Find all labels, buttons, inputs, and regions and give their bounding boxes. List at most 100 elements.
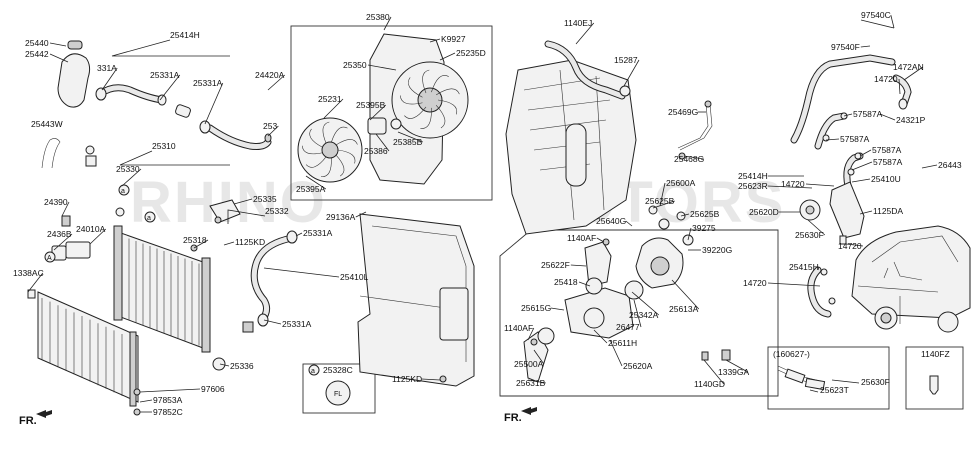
part-label-25631b: 25631B (516, 378, 546, 388)
part-label-25625b: 25625B (645, 196, 675, 206)
bracket-line (227, 209, 266, 224)
part-label-25385b: 25385B (393, 137, 423, 147)
part-label-29136a: 29136A (326, 212, 356, 222)
part-label-25622f: 25622F (541, 260, 570, 270)
leader-line (652, 200, 675, 209)
part-label-25231: 25231 (318, 94, 342, 104)
leader-line (903, 66, 924, 81)
part-label-25615g: 25615G (521, 303, 551, 313)
inset-box (767, 346, 890, 410)
leader-line (851, 178, 871, 183)
part-label-25395b: 25395B (356, 100, 386, 110)
leader-line (659, 182, 666, 207)
part-label-97853a: 97853A (153, 395, 183, 405)
leader-line (625, 220, 633, 227)
leader-line (219, 363, 230, 367)
radiator (37, 225, 211, 407)
engine-block (505, 40, 713, 235)
leader-line (267, 74, 286, 91)
leader-line (550, 307, 565, 311)
part-label-26443: 26443 (938, 160, 962, 170)
leader-line (101, 67, 118, 91)
part-label-97540c: 97540C (861, 10, 891, 20)
leader-line (89, 228, 107, 245)
leader-line (267, 125, 279, 137)
leader-line (421, 378, 441, 381)
part-label-25418: 25418 (554, 277, 578, 287)
part-label-25350: 25350 (343, 60, 367, 70)
leader-line (367, 64, 397, 71)
part-label-25342a: 25342A (629, 310, 659, 320)
part-label-97606: 97606 (201, 384, 225, 394)
leader-line (223, 241, 235, 246)
part-label-25630f: 25630F (795, 230, 824, 240)
leader-line (898, 78, 901, 95)
svg-text:a: a (147, 215, 151, 222)
leader-line (859, 210, 873, 215)
part-label-97540f: 97540F (831, 42, 860, 52)
part-label-24390: 24390 (44, 197, 68, 207)
small-parts-left: A a a (27, 145, 241, 416)
car-body (851, 225, 971, 319)
part-label-14720: 14720 (874, 74, 898, 84)
part-label-25386: 25386 (364, 146, 388, 156)
legend-callout: a (311, 368, 315, 375)
leader-line (263, 267, 340, 278)
leader-line (27, 272, 44, 293)
bolt-box-label: 1140FZ (921, 349, 950, 359)
reservoir-bracket (41, 138, 61, 169)
leader-line (383, 16, 392, 31)
part-label-25620a: 25620A (623, 361, 653, 371)
front-marker-left: FR. (19, 415, 37, 427)
part-label-24321p: 24321P (896, 115, 926, 125)
leader-line (687, 227, 692, 241)
leader-line (204, 82, 224, 125)
leader-line (851, 161, 873, 171)
part-label-25613a: 25613A (669, 304, 699, 314)
part-label-25625b: 25625B (690, 209, 720, 219)
bracket-line (860, 19, 895, 29)
leader-line (831, 379, 860, 384)
leader-line (609, 339, 623, 367)
leader-line (805, 183, 835, 187)
leader-line (845, 243, 864, 247)
legend-icon: FL a (308, 364, 351, 406)
svg-text:FL: FL (334, 391, 342, 398)
part-label-25395a: 25395A (296, 184, 326, 194)
part-label-25440: 25440 (25, 38, 49, 48)
part-label-25380: 25380 (366, 12, 390, 22)
leader-line (305, 175, 327, 190)
leader-line (263, 319, 282, 325)
part-label-1125da: 1125DA (873, 206, 903, 216)
part-label-39275: 39275 (692, 223, 716, 233)
leader-line (859, 149, 872, 157)
leader-line (397, 131, 423, 143)
leader-line (767, 185, 813, 189)
leader-line (159, 74, 181, 101)
part-label-2436b: 2436B (47, 229, 72, 239)
part-label-39220g: 39220G (702, 245, 732, 255)
part-label-24010a: 24010A (76, 224, 106, 234)
reservoir-tank (57, 53, 91, 108)
part-label-25442: 25442 (25, 49, 49, 59)
radiator-core (117, 231, 204, 349)
part-label-15287: 15287 (614, 55, 638, 65)
leader-line (671, 279, 700, 310)
leader-line (725, 359, 748, 373)
part-label-24420a: 24420A (255, 70, 285, 80)
leader-line (575, 22, 595, 45)
part-label-1125kd: 1125KD (235, 237, 265, 247)
leader-line (593, 329, 608, 344)
part-label-25414h: 25414H (738, 171, 768, 181)
leader-line (49, 53, 69, 63)
radiator-tank-right (201, 257, 211, 353)
lower-hose (242, 230, 298, 333)
leader-line (49, 42, 67, 47)
part-label-25640g: 25640G (596, 216, 626, 226)
leader-line (527, 327, 535, 341)
part-label-1140ej: 1140EJ (564, 18, 592, 28)
front-arrow-right: FR. (504, 407, 537, 424)
part-label-14720: 14720 (838, 241, 862, 251)
leader-line (439, 52, 456, 61)
right-hoses (790, 54, 912, 318)
